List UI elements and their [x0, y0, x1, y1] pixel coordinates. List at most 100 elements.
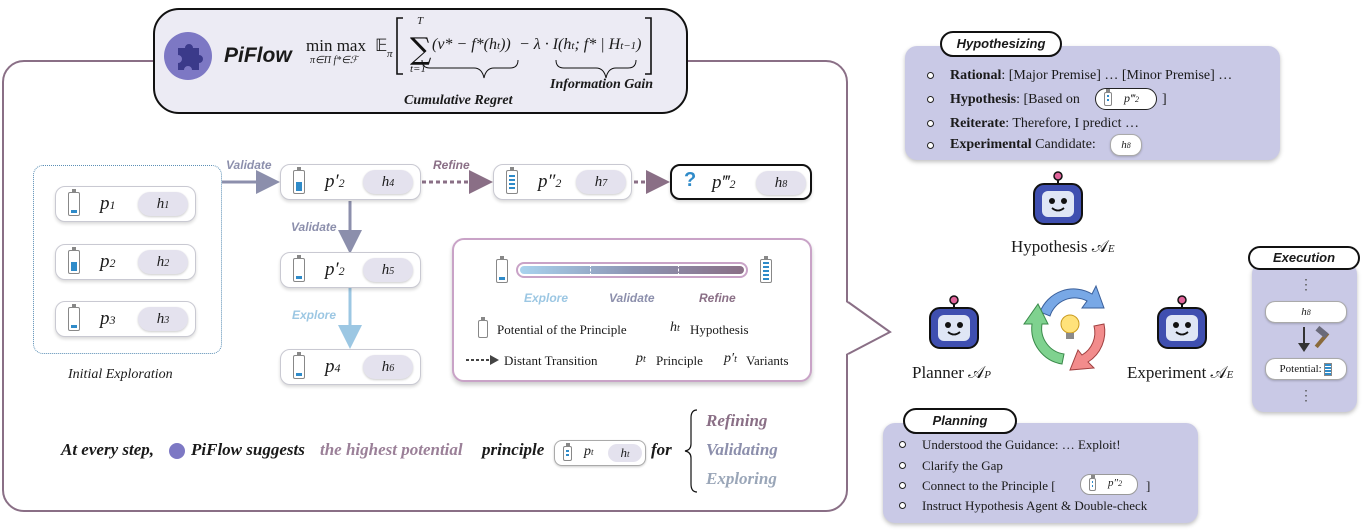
hyp-line-reiterate: Reiterate: Therefore, I predict …	[950, 116, 1140, 131]
execution-tab: Execution	[1248, 246, 1360, 270]
legend-principle-symbol: pt	[636, 351, 646, 366]
battery-icon	[293, 255, 305, 282]
piflow-small-logo-icon	[169, 443, 185, 459]
bottom-at-every-step: At every step,	[61, 440, 154, 459]
hyp-line-rational: Rational: [Major Premise] … [Minor Premi…	[950, 68, 1233, 83]
formula-expect-sub: π	[387, 48, 393, 60]
node-p2-double-prime-h7[interactable]: p″2 h7	[493, 164, 632, 200]
brace-right-label: Information Gain	[550, 77, 654, 92]
hypothesizing-box	[905, 46, 1280, 160]
experiment-agent-label: Experiment 𝒜E	[1127, 363, 1234, 382]
options-brace	[684, 409, 698, 493]
hypothesis-robot-icon	[1033, 171, 1083, 225]
planning-box	[883, 423, 1198, 523]
bottom-piflow: PiFlow suggests	[191, 440, 305, 459]
validate-label-2: Validate	[291, 220, 337, 234]
brace-left-label: Cumulative Regret	[404, 93, 513, 108]
bottom-principle: principle	[482, 440, 545, 459]
battery-full-icon	[760, 256, 772, 283]
legend-hypothesis-symbol: ht	[670, 320, 680, 335]
formula-braces	[421, 59, 637, 79]
battery-icon	[68, 189, 80, 216]
plan-line-1: Understood the Guidance: … Exploit!	[922, 437, 1121, 452]
legend-principle: Principle	[656, 353, 703, 368]
formula-info: − λ · I(ht; f* | Ht−1)	[519, 36, 642, 53]
hypothesis-pill: h6	[363, 355, 413, 379]
refine-label: Refine	[433, 158, 470, 172]
bullet	[927, 142, 934, 149]
bullet	[899, 462, 906, 469]
scale-refine: Refine	[699, 291, 736, 305]
initial-exploration-group	[33, 165, 222, 354]
node-p2-triple-prime-h8[interactable]: ? p‴2 h8	[670, 164, 812, 200]
formula-minmax-sub: π∈Π f*∈ℱ	[310, 55, 358, 66]
potential-battery-icon	[478, 317, 488, 338]
hypothesis-pill: h3	[138, 307, 188, 331]
plan-line-2: Clarify the Gap	[922, 458, 1003, 473]
hyp-principle-pill: p‴2	[1095, 88, 1157, 110]
panel-pointer	[846, 301, 892, 355]
logo-text: PiFlow	[224, 44, 292, 67]
node-p3[interactable]: p3 h3	[55, 301, 196, 337]
battery-icon	[1104, 89, 1112, 106]
battery-icon	[68, 247, 80, 274]
option-refining: Refining	[706, 411, 768, 430]
hyp-line-hypothesis-end: ]	[1162, 92, 1167, 107]
legend-variants-symbol: p′t	[724, 351, 737, 366]
planning-tab: Planning	[903, 408, 1017, 434]
formula-brackets: ∑	[396, 17, 652, 75]
header-formula-box	[153, 8, 688, 114]
hypothesis-pill: h7	[576, 170, 626, 194]
principle-label: p‴2	[712, 172, 736, 193]
principle-label: p′2	[325, 171, 345, 192]
potential-scale-frame	[516, 262, 748, 278]
hypothesis-pill: h8	[756, 171, 806, 195]
legend-distant: Distant Transition	[504, 353, 598, 368]
bottom-highest: the highest potential	[320, 440, 463, 459]
legend-hypothesis: Hypothesis	[690, 322, 749, 337]
hyp-line-hypothesis: Hypothesis: [Based on	[950, 92, 1080, 107]
node-p1[interactable]: p1 h1	[55, 186, 196, 222]
plan-line-4: Instruct Hypothesis Agent & Double-check	[922, 498, 1148, 513]
node-p2[interactable]: p2 h2	[55, 244, 196, 280]
exec-potential-pill: Potential:	[1265, 358, 1347, 380]
option-validating: Validating	[706, 440, 778, 459]
hyp-candidate-pill: h8	[1110, 134, 1142, 156]
node-p4-h6[interactable]: p4 h6	[280, 349, 421, 385]
option-exploring: Exploring	[706, 469, 777, 488]
planner-agent-label: Planner 𝒜P	[912, 363, 991, 382]
principle-label: p′2	[325, 259, 345, 280]
hypothesis-pill: h4	[363, 170, 413, 194]
flow-arrows	[222, 170, 670, 349]
node-p2-prime-h4[interactable]: p′2 h4	[280, 164, 421, 200]
battery-empty-icon	[496, 256, 508, 283]
principle-label: p3	[100, 308, 116, 329]
legend-potential: Potential of the Principle	[497, 322, 627, 337]
plan-line-3-end: ]	[1146, 478, 1151, 493]
battery-icon	[293, 352, 305, 379]
svg-text:∑: ∑	[410, 32, 432, 67]
hypothesis-pill: h5	[363, 258, 413, 282]
question-icon: ?	[684, 169, 697, 191]
battery-icon	[563, 443, 572, 461]
experiment-robot-icon	[1157, 295, 1207, 349]
exec-dots-top: ⋮	[1299, 278, 1313, 293]
hypothesizing-tab: Hypothesizing	[940, 31, 1062, 57]
explore-label: Explore	[292, 308, 337, 322]
bullet	[899, 502, 906, 509]
hyp-line-experimental: Experimental Candidate:	[950, 137, 1096, 152]
battery-icon	[1089, 475, 1096, 491]
bottom-for: for	[651, 440, 672, 459]
bullet	[927, 96, 934, 103]
plan-line-3: Connect to the Principle [	[922, 478, 1056, 493]
distant-transition-arrow-icon	[466, 355, 499, 365]
exec-h8-pill: h8	[1265, 301, 1347, 323]
scale-validate: Validate	[609, 291, 655, 305]
exec-arrow-tools-icon	[1298, 325, 1330, 352]
principle-label: p2	[100, 251, 116, 272]
node-p2-prime-h5[interactable]: p′2 h5	[280, 252, 421, 288]
initial-caption: Initial Exploration	[68, 367, 173, 382]
legend-variants: Variants	[746, 353, 789, 368]
principle-label: p″2	[538, 171, 562, 192]
principle-label: p4	[325, 356, 341, 377]
